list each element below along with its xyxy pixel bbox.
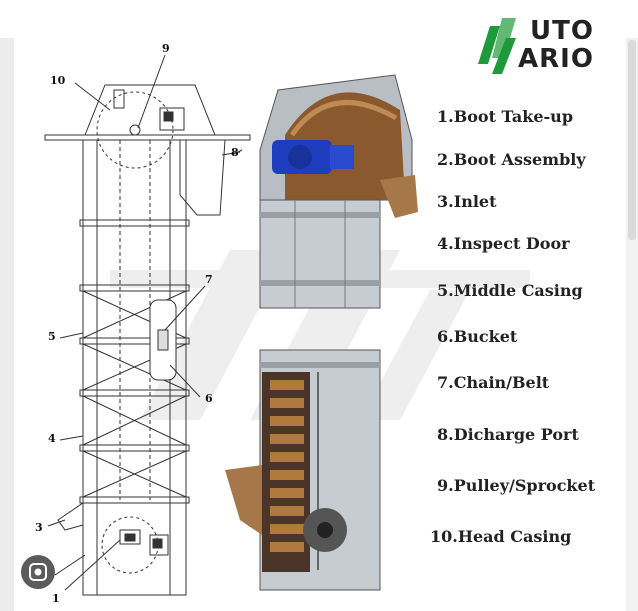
callout-6: 6	[205, 392, 213, 405]
callout-10: 10	[50, 74, 66, 87]
left-gutter	[0, 38, 14, 611]
callout-7: 7	[205, 273, 213, 286]
illustration-3d	[225, 74, 418, 591]
callout-1: 1	[52, 592, 60, 605]
scrollbar[interactable]	[628, 40, 636, 240]
callout-8: 8	[231, 146, 239, 159]
logo-text-top: UTO	[530, 16, 594, 46]
callout-9: 9	[162, 42, 170, 55]
logo-text-bottom: ARIO	[518, 44, 594, 74]
callout-5: 5	[48, 330, 56, 343]
technical-drawing	[44, 54, 251, 596]
brand-logo	[478, 18, 516, 74]
callout-4: 4	[48, 432, 56, 445]
lens-glyph-icon	[29, 563, 47, 581]
head-casing-outline	[84, 84, 216, 136]
lens-search-icon[interactable]	[21, 555, 55, 589]
callout-3: 3	[35, 521, 43, 534]
